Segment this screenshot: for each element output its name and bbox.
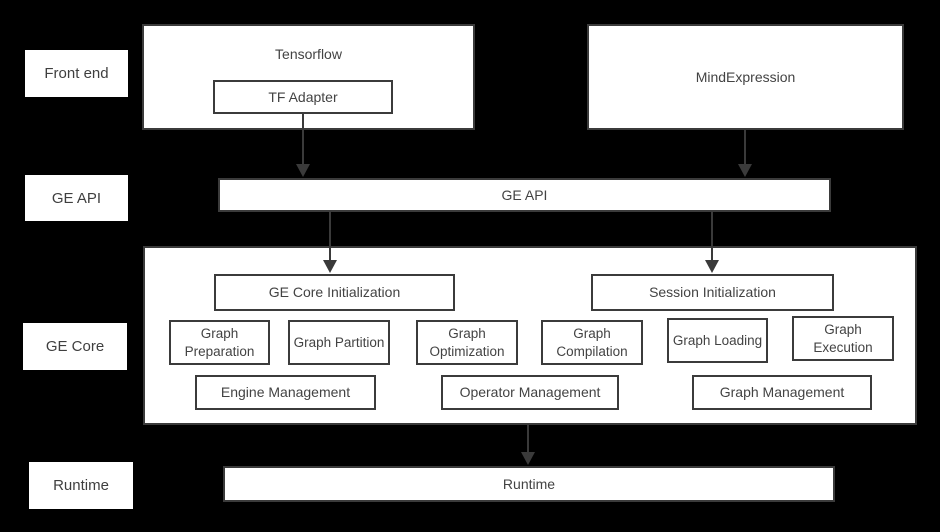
- arrow-mindexpression-to-ge-api: [738, 130, 752, 177]
- graph-optimization-box: Graph Optimization: [416, 320, 518, 365]
- row-label-front-end: Front end: [25, 50, 128, 97]
- tf-adapter-box: TF Adapter: [213, 80, 393, 114]
- mindexpression-box: MindExpression: [587, 24, 904, 130]
- graph-partition-box: Graph Partition: [288, 320, 390, 365]
- ge-core-initialization-box: GE Core Initialization: [214, 274, 455, 311]
- session-initialization-box: Session Initialization: [591, 274, 834, 311]
- row-label-ge-core: GE Core: [23, 323, 127, 370]
- graph-preparation-box: Graph Preparation: [169, 320, 270, 365]
- graph-management-box: Graph Management: [692, 375, 872, 410]
- graph-compilation-box: Graph Compilation: [541, 320, 643, 365]
- operator-management-box: Operator Management: [441, 375, 619, 410]
- ge-api-bar: GE API: [218, 178, 831, 212]
- arrow-ge-api-to-ge-core-initialization: [323, 212, 337, 273]
- tensorflow-label: Tensorflow: [275, 45, 342, 62]
- arrow-tf-adapter-to-ge-api: [296, 114, 310, 177]
- engine-management-box: Engine Management: [195, 375, 376, 410]
- graph-execution-box: Graph Execution: [792, 316, 894, 361]
- arrow-ge-core-to-runtime: [521, 425, 535, 465]
- runtime-bar: Runtime: [223, 466, 835, 502]
- ge-core-box: GE Core Initialization Session Initializ…: [143, 246, 917, 425]
- row-label-ge-api: GE API: [25, 175, 128, 221]
- tensorflow-box: Tensorflow TF Adapter: [142, 24, 475, 130]
- row-label-runtime: Runtime: [29, 462, 133, 509]
- graph-loading-box: Graph Loading: [667, 318, 768, 363]
- arrow-ge-api-to-session-initialization: [705, 212, 719, 273]
